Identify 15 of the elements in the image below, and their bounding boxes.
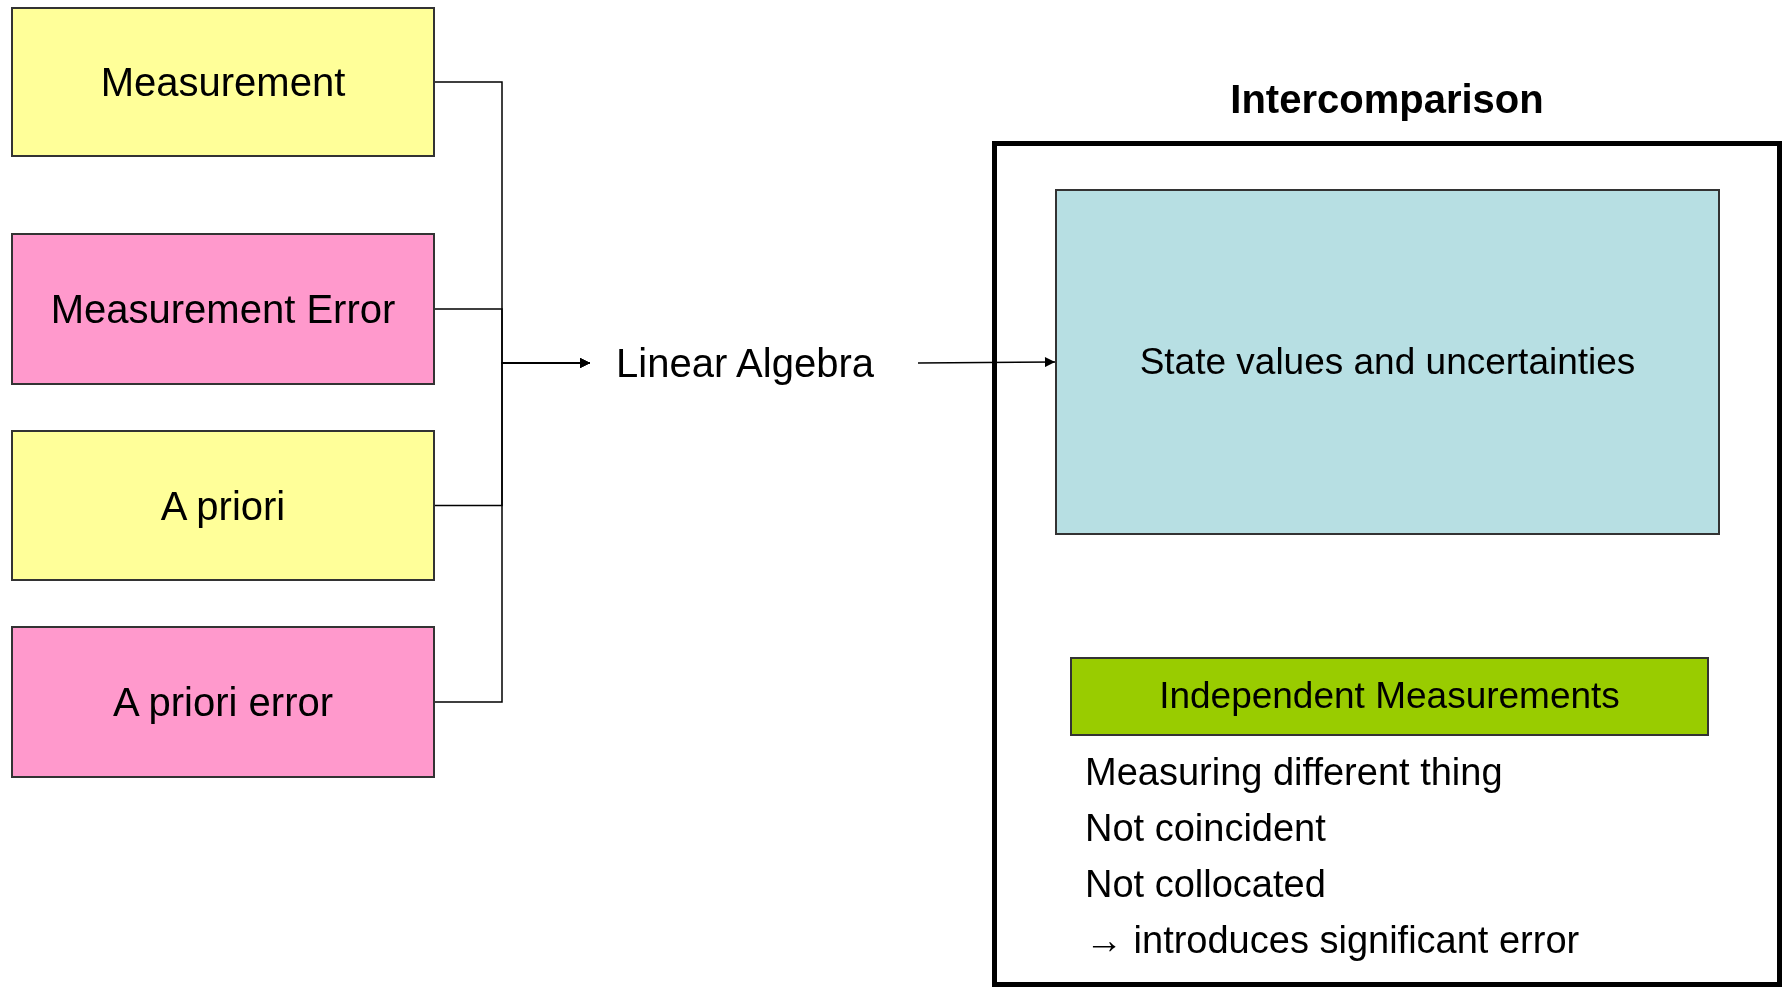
input-box: Measurement [11, 7, 435, 157]
connector-arrow [434, 358, 591, 703]
error-box: A priori error [11, 626, 435, 778]
connector-arrow [917, 357, 1056, 368]
note-text: → introduces significant error [1085, 918, 1580, 963]
error-box: Measurement Error [11, 233, 435, 385]
note-text: Not collocated [1085, 862, 1327, 907]
note-text: Not coincident [1085, 806, 1327, 851]
group-title: Intercomparison [1229, 76, 1545, 123]
category-box: Independent Measurements [1070, 657, 1709, 736]
process-label: Linear Algebra [590, 336, 900, 390]
note-text: Measuring different thing [1085, 750, 1504, 795]
input-box: A priori [11, 430, 435, 581]
result-box: State values and uncertainties [1055, 189, 1720, 535]
group-frame [992, 141, 1782, 987]
